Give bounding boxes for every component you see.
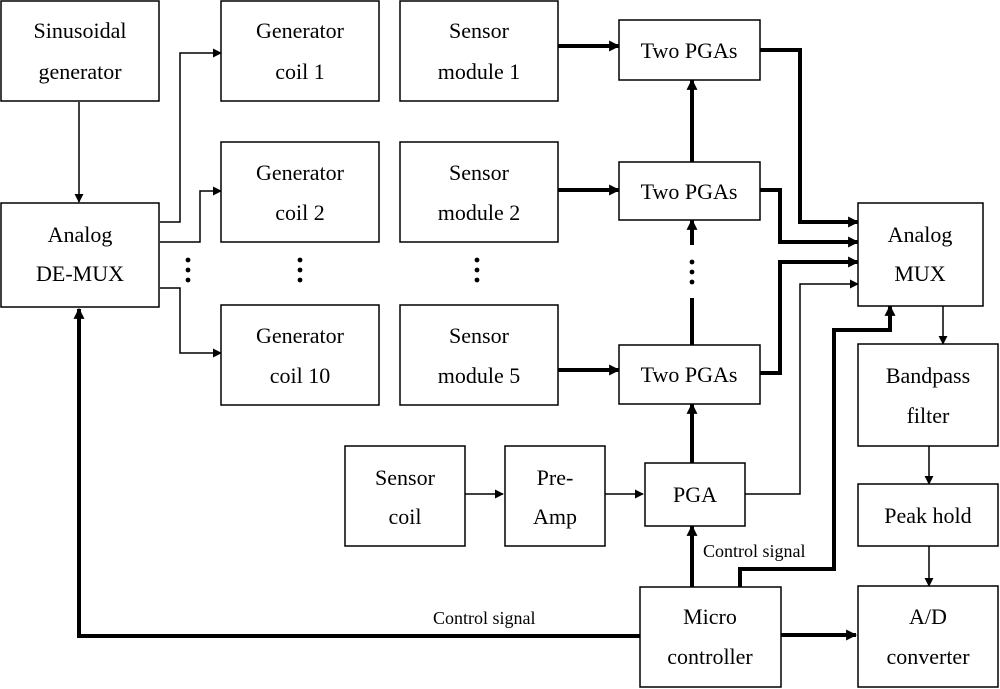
sensor-module-5-block: Sensor module 5 [399, 304, 559, 406]
generator-coil-10-block: Generator coil 10 [220, 304, 380, 406]
block-label-line-1: Sinusoidal [34, 18, 127, 43]
block-label-line-1: A/D [909, 604, 947, 629]
arrow-pgas-5-to-mux [760, 256, 860, 375]
arrow-pgas-1-to-mux [760, 48, 860, 228]
ellipsis-pga-chain [689, 259, 695, 285]
block-label-line-2: module 1 [438, 59, 521, 84]
block-label-line-1: Bandpass [886, 363, 970, 388]
sensor-coil-block: Sensor coil [344, 445, 466, 547]
bandpass-filter-block: Bandpass filter [857, 343, 999, 447]
block-label-line-2: coil 1 [275, 59, 325, 84]
block-label-line-2: module 5 [438, 363, 521, 388]
block-label-line-2: DE-MUX [36, 261, 124, 286]
block-label-line-2: filter [907, 403, 950, 428]
block-label-line-1: Pre- [537, 465, 574, 490]
arrow-demux-to-coil-10 [160, 287, 222, 358]
sensor-module-1-block: Sensor module 1 [399, 0, 559, 102]
block-label-line-2: MUX [894, 261, 945, 286]
control-signal-label-mux: Control signal [703, 541, 806, 561]
block-label-line-2: converter [886, 644, 970, 669]
line-control-signal-to-mux [738, 304, 896, 587]
block-label-line-1: Analog [888, 222, 953, 247]
ellipsis-sensor-modules [474, 257, 480, 283]
block-label: Peak hold [884, 503, 971, 528]
block-label-line-2: coil [389, 504, 422, 529]
arrow-pga-to-mux [745, 279, 859, 495]
block-label-line-2: generator [38, 59, 122, 84]
two-pgas-1-block: Two PGAs [618, 19, 761, 81]
ellipsis-demux-outputs [185, 257, 191, 283]
generator-coil-1-block: Generator coil 1 [220, 0, 380, 102]
ad-converter-block: A/D converter [857, 585, 999, 688]
block-label-line-1: Analog [48, 222, 113, 247]
block-label-line-2: coil 10 [270, 363, 331, 388]
block-label-line-1: Micro [683, 604, 737, 629]
ellipsis-generator-coils [297, 257, 303, 283]
block-label-line-1: Sensor [375, 465, 436, 490]
two-pgas-5-block: Two PGAs [618, 344, 761, 405]
arrow-pgas-2-to-mux [760, 188, 860, 248]
block-label-line-1: Sensor [449, 18, 510, 43]
control-signal-label-demux: Control signal [433, 608, 536, 628]
block-label-line-1: Sensor [449, 160, 510, 185]
block-label-line-1: Sensor [449, 323, 510, 348]
line-control-signal-to-demux [73, 307, 640, 638]
block-label-line-2: Amp [533, 504, 577, 529]
sensor-module-2-block: Sensor module 2 [399, 141, 559, 243]
block-label-line-1: Generator [256, 18, 345, 43]
peak-hold-block: Peak hold [857, 483, 999, 547]
analog-mux-block: Analog MUX [857, 202, 984, 307]
block-label: Two PGAs [641, 362, 738, 387]
sinusoidal-generator-block: Sinusoidal generator [0, 0, 160, 102]
block-label-line-2: controller [667, 644, 753, 669]
arrow-demux-to-coil-2 [160, 186, 222, 243]
pga-block: PGA [644, 462, 746, 527]
block-label: PGA [673, 482, 717, 507]
arrow-demux-to-coil-1 [160, 48, 222, 223]
generator-coil-2-block: Generator coil 2 [220, 141, 380, 243]
analog-demux-block: Analog DE-MUX [0, 202, 160, 308]
block-label-line-1: Generator [256, 323, 345, 348]
block-label-line-1: Generator [256, 160, 345, 185]
block-label-line-2: module 2 [438, 200, 521, 225]
two-pgas-2-block: Two PGAs [618, 161, 761, 221]
block-label: Two PGAs [641, 179, 738, 204]
block-label-line-2: coil 2 [275, 200, 325, 225]
block-label: Two PGAs [641, 38, 738, 63]
micro-controller-block: Micro controller [639, 586, 782, 688]
pre-amp-block: Pre- Amp [504, 445, 606, 547]
